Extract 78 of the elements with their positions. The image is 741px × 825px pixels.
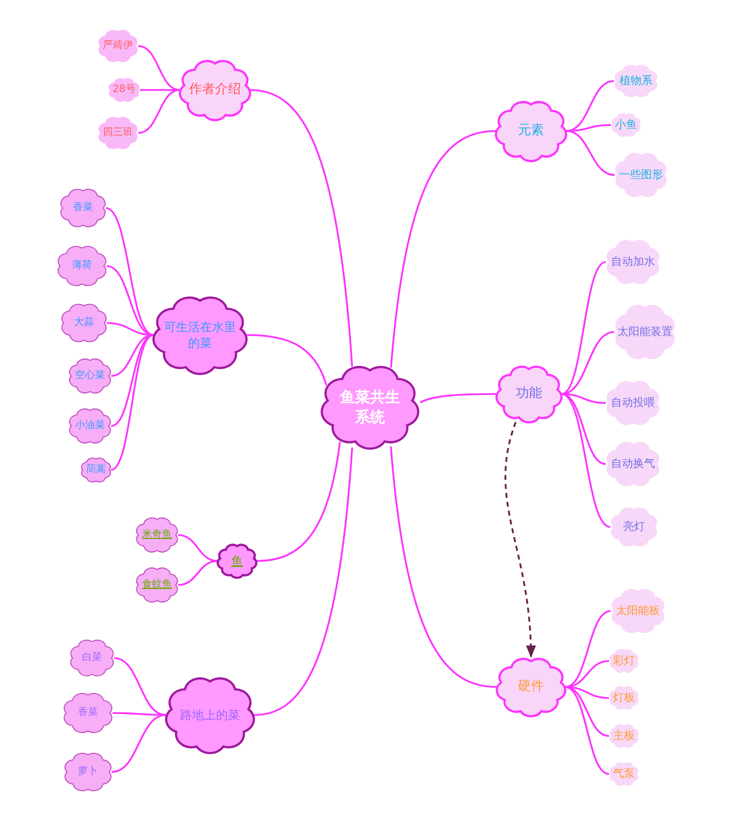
- arrow: [504, 422, 536, 658]
- cloud-node: [106, 76, 142, 104]
- cloud-node: [133, 565, 181, 605]
- node-text: 自动加水: [611, 254, 655, 270]
- connector-line: [250, 89, 353, 367]
- cloud-node: [609, 111, 643, 139]
- node-text: 气泵: [613, 766, 635, 782]
- node-text: 28号: [112, 83, 136, 97]
- node-text: 作者介绍: [189, 81, 241, 99]
- connector-line: [565, 686, 610, 775]
- node-text: 功能: [516, 385, 542, 403]
- connector-line: [566, 124, 612, 132]
- cloud-node: [67, 637, 117, 679]
- connector-line: [112, 712, 166, 716]
- connector-line: [112, 714, 166, 773]
- node-text: 太阳能板: [616, 604, 660, 618]
- connector-line: [256, 442, 341, 562]
- node-text: 亮灯: [623, 520, 645, 534]
- node-text: 萝卜: [78, 765, 98, 779]
- connector-line: [565, 610, 611, 688]
- connector-line: [561, 393, 611, 528]
- node-text: 元素: [518, 122, 544, 140]
- node-text: 薄荷: [72, 259, 92, 273]
- node-text: 四三班: [103, 126, 133, 140]
- connector-line: [140, 89, 180, 91]
- cloud-node: [607, 647, 641, 675]
- node-text: 小鱼: [615, 118, 637, 132]
- node-text: 大蒜: [74, 316, 94, 330]
- connector-line: [254, 447, 354, 716]
- node-text: 白菜: [82, 651, 102, 665]
- connector-line: [110, 334, 154, 377]
- cloud-node: [79, 456, 113, 484]
- node-text: 严靖伊: [103, 39, 133, 53]
- node-text: 小油菜: [75, 419, 105, 433]
- node-text: 彩灯: [613, 654, 635, 668]
- connector-line: [565, 686, 610, 737]
- connector-line: [110, 334, 154, 427]
- connector-line: [390, 446, 497, 688]
- connector-line: [110, 334, 154, 471]
- cloud-node: [133, 515, 181, 555]
- connector-line: [566, 130, 615, 176]
- node-text: 植物系: [620, 74, 652, 88]
- connector-line: [138, 89, 180, 134]
- connector-line: [178, 560, 218, 586]
- connector-line: [420, 393, 496, 404]
- connector-line: [561, 261, 606, 395]
- cloud-node: [215, 542, 259, 580]
- connector-line: [246, 334, 328, 386]
- cloud-node: [607, 760, 641, 788]
- node-text: 鱼菜共生系统: [338, 386, 401, 428]
- connector-line: [565, 686, 610, 699]
- cloud-node: [607, 684, 641, 712]
- connector-line: [106, 265, 154, 336]
- node-text: 自动换气: [611, 456, 655, 472]
- node-text: 灯板: [613, 690, 635, 706]
- node-text: 可生活在水里的菜: [163, 318, 237, 352]
- node-text: 自动投喂: [611, 396, 655, 410]
- node-text: 香菜: [78, 706, 98, 720]
- node-text: 食蚊鱼: [142, 578, 172, 592]
- connector-line: [566, 80, 614, 132]
- cloud-node: [66, 356, 114, 396]
- node-text: 鱼: [231, 552, 243, 570]
- connector-line: [561, 393, 606, 465]
- cloud-node: [607, 722, 641, 750]
- node-text: 空心菜: [75, 369, 105, 383]
- node-text: 茼蒿: [86, 463, 106, 477]
- connector-line: [178, 534, 218, 562]
- node-text: 一些图形: [619, 168, 663, 182]
- node-text: 路地上的菜: [180, 706, 240, 724]
- cloud-node: [66, 406, 114, 446]
- connector-line: [106, 207, 154, 336]
- connector-line: [390, 130, 496, 368]
- connector-line: [138, 45, 180, 91]
- node-text: 太阳能装置: [618, 324, 672, 340]
- node-text: 香菜: [73, 201, 93, 215]
- node-text: 米奇鱼: [142, 528, 172, 542]
- node-text: 硬件: [518, 678, 544, 696]
- node-text: 主板: [613, 728, 635, 744]
